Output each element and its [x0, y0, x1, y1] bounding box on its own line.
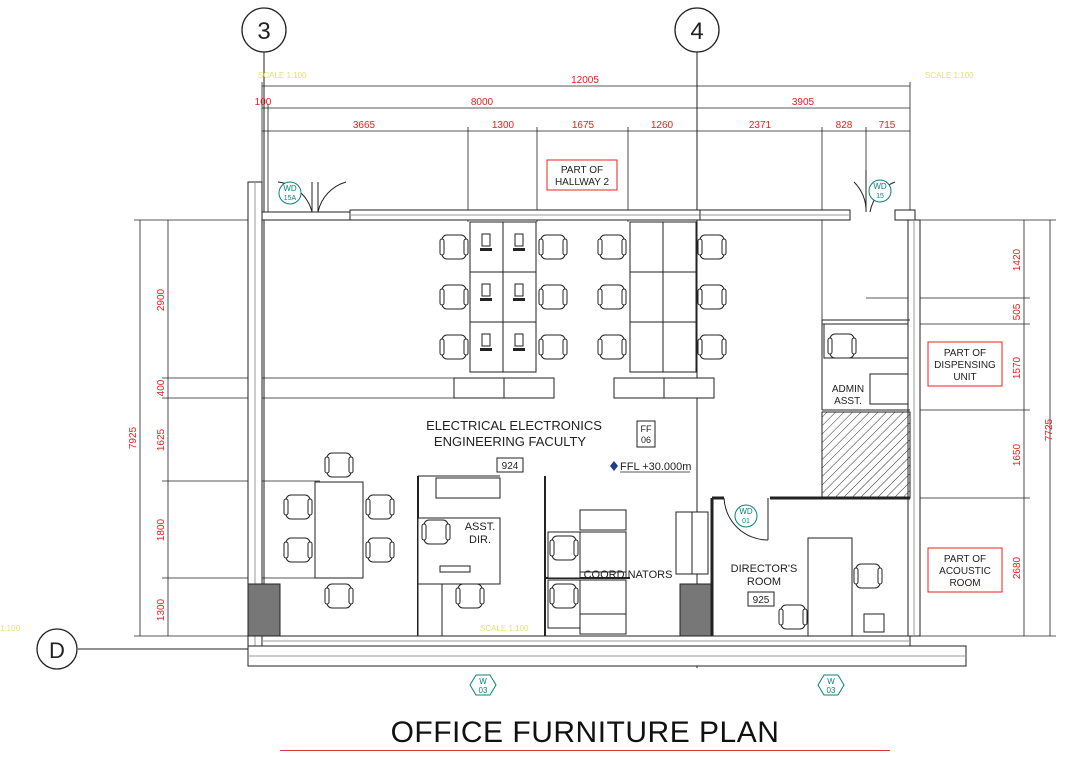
dim-top-sub: 3665: [353, 120, 376, 131]
grid-bubble-d: D: [36, 628, 78, 670]
grid-bubble-4: 4: [674, 7, 720, 53]
svg-text:UNIT: UNIT: [953, 372, 976, 383]
svg-text:WD: WD: [739, 507, 753, 516]
scale-label: SCALE 1:100: [480, 624, 529, 633]
dim-overall-right: 7725: [1044, 418, 1055, 441]
svg-text:924: 924: [502, 461, 519, 472]
asst-dir-label: DIR.: [469, 534, 491, 546]
director-label: ROOM: [747, 576, 781, 588]
faculty-name: ELECTRICAL ELECTRONICS: [426, 418, 602, 433]
svg-text:15A: 15A: [284, 195, 297, 202]
svg-text:PART OF: PART OF: [561, 165, 603, 176]
scale-label: SCALE 1:100: [258, 71, 307, 80]
dim-right: 1420: [1012, 248, 1023, 271]
conference-table: [283, 452, 395, 609]
admin-label: ADMIN: [832, 384, 864, 395]
asst-dir-label: ASST.: [465, 521, 496, 533]
svg-text:HALLWAY 2: HALLWAY 2: [555, 177, 610, 188]
dim-left: 1800: [156, 518, 167, 541]
dim-top: 8000: [471, 97, 494, 108]
dim-left: 1300: [156, 598, 167, 621]
label-acoustic: PART OF ACOUSTIC ROOM: [927, 547, 1003, 593]
dim-top-sub: 1675: [572, 120, 595, 131]
door-tag-director: WD 01: [734, 504, 758, 528]
right-dimensions: [770, 219, 1056, 637]
door-tag-left: WD 15A: [278, 181, 302, 205]
ff-tag: FF 06: [636, 420, 656, 448]
svg-text:W: W: [479, 677, 487, 686]
svg-text:D: D: [49, 638, 65, 663]
dim-top-sub: 1260: [651, 120, 674, 131]
coordinators-furniture: [547, 509, 709, 635]
admin-label: ASST.: [834, 396, 862, 407]
coordinators-label: COORDINATORS: [584, 569, 673, 581]
window-tag-left: W 03: [469, 674, 497, 696]
svg-text:WD: WD: [873, 182, 887, 191]
top-dimensions: [261, 82, 911, 320]
doors: [277, 170, 896, 541]
svg-text:PART OF: PART OF: [944, 348, 986, 359]
svg-text:ACOUSTIC: ACOUSTIC: [939, 566, 991, 577]
svg-text:06: 06: [641, 435, 651, 445]
dim-right: 1570: [1012, 356, 1023, 379]
walls: [247, 181, 967, 667]
director-furniture: [778, 537, 885, 637]
dim-top-sub: 2371: [749, 120, 772, 131]
left-dimensions: [134, 219, 465, 637]
svg-text:FFL +30.000m: FFL +30.000m: [620, 461, 691, 473]
svg-text:3: 3: [257, 18, 270, 45]
svg-text:PART OF: PART OF: [944, 554, 986, 565]
dim-top: 100: [255, 97, 272, 108]
svg-text:15: 15: [876, 193, 884, 200]
svg-text:4: 4: [690, 18, 703, 45]
dim-overall-left: 7925: [128, 426, 139, 449]
dim-left: 1625: [156, 428, 167, 451]
dim-top-sub: 1300: [492, 120, 515, 131]
grid-bubble-3: 3: [241, 7, 287, 53]
dim-top-sub: 828: [836, 120, 853, 131]
faculty-name: ENGINEERING FACULTY: [434, 434, 587, 449]
svg-text:925: 925: [753, 595, 770, 606]
scale-label: 1:100: [0, 624, 21, 633]
dim-top-sub: 715: [879, 120, 896, 131]
workstation-cluster: [597, 221, 727, 399]
ffl-level: FFL +30.000m: [610, 461, 691, 473]
label-hallway: PART OF HALLWAY 2: [546, 159, 618, 191]
svg-text:03: 03: [827, 686, 836, 695]
svg-text:01: 01: [742, 518, 750, 525]
svg-text:ROOM: ROOM: [949, 578, 980, 589]
svg-text:FF: FF: [641, 424, 652, 434]
scale-label: SCALE 1:100: [925, 71, 974, 80]
title-underline: [280, 750, 890, 751]
svg-text:03: 03: [479, 686, 488, 695]
dim-right: 2680: [1012, 556, 1023, 579]
dim-right: 505: [1012, 303, 1023, 320]
director-label: DIRECTOR'S: [731, 563, 798, 575]
admin-furniture: [821, 323, 911, 499]
dim-top: 3905: [792, 97, 815, 108]
workstation-cluster: [439, 221, 568, 399]
asst-dir-furniture: [417, 477, 501, 637]
plan-title: OFFICE FURNITURE PLAN: [390, 716, 780, 749]
dim-overall-top: 12005: [571, 75, 599, 86]
dim-left: 400: [156, 379, 167, 396]
svg-text:DISPENSING: DISPENSING: [934, 360, 996, 371]
director-room-number: 925: [747, 591, 775, 607]
door-tag-right: WD 15: [868, 179, 892, 203]
svg-text:W: W: [827, 677, 835, 686]
dim-left: 2900: [156, 288, 167, 311]
svg-text:WD: WD: [283, 184, 297, 193]
dim-right: 1650: [1012, 443, 1023, 466]
label-dispensing: PART OF DISPENSING UNIT: [927, 341, 1003, 387]
faculty-room-number: 924: [496, 457, 524, 473]
window-tag-right: W 03: [817, 674, 845, 696]
